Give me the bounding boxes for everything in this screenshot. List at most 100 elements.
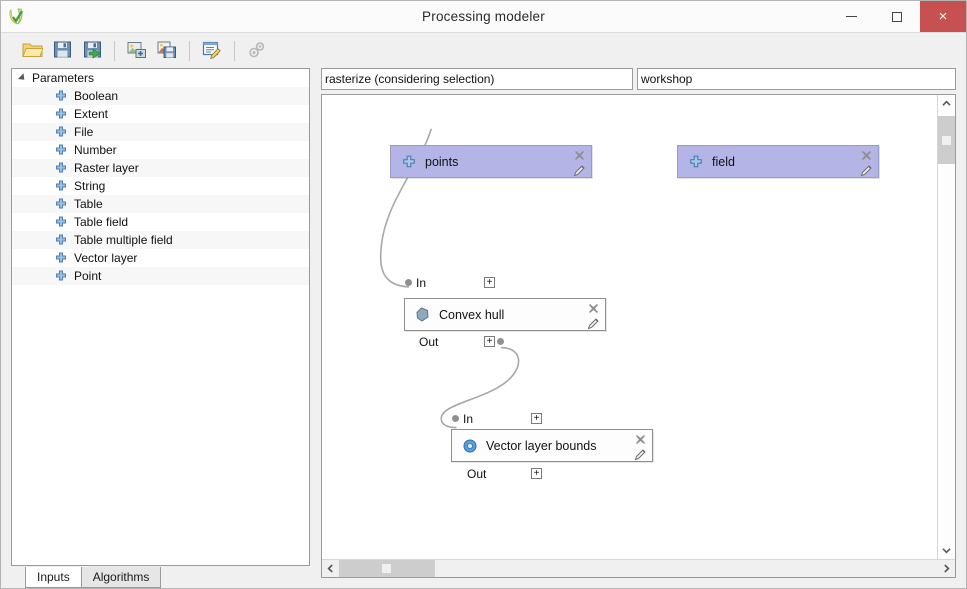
node-actions	[570, 146, 589, 179]
convex-hull-in-port[interactable]	[405, 279, 412, 286]
tree-root-parameters[interactable]: Parameters	[12, 69, 309, 87]
node-label: Vector layer bounds	[486, 438, 597, 453]
title-bar: Processing modeler ×	[1, 1, 966, 33]
plus-parameter-icon	[400, 153, 417, 170]
vector-layer-bounds-icon	[461, 437, 478, 454]
tree-item-label: Table field	[74, 215, 129, 229]
export-png-button[interactable]	[152, 37, 182, 65]
scroll-down-arrow-icon[interactable]	[938, 542, 955, 559]
tree-item-point[interactable]: Point	[12, 267, 309, 285]
model-canvas-frame: points	[321, 94, 956, 578]
tree-item-raster-layer[interactable]: Raster layer	[12, 159, 309, 177]
plus-parameter-icon	[55, 144, 67, 156]
edit-pencil-icon[interactable]	[633, 447, 649, 462]
tree-item-label: Number	[74, 143, 117, 157]
collapse-arrow-icon[interactable]	[17, 73, 28, 83]
convex-hull-out-expander[interactable]: +	[484, 336, 495, 347]
node-actions	[584, 299, 603, 332]
toolbar-separator	[114, 40, 115, 61]
scroll-right-arrow-icon[interactable]	[938, 560, 955, 577]
plus-parameter-icon	[55, 198, 67, 210]
tree-item-string[interactable]: String	[12, 177, 309, 195]
convex-hull-in-expander[interactable]: +	[484, 277, 495, 288]
minimize-button[interactable]	[828, 1, 874, 32]
maximize-button[interactable]	[874, 1, 920, 32]
save-as-floppy-icon	[83, 40, 102, 62]
plus-parameter-icon	[55, 180, 67, 192]
vector-layer-bounds-out-expander[interactable]: +	[531, 468, 542, 479]
convex-hull-polygon-icon	[414, 306, 431, 323]
inputs-panel: Parameters Boolean Extent File Numb	[11, 68, 310, 588]
tree-item-table-multiple-field[interactable]: Table multiple field	[12, 231, 309, 249]
tree-item-table-field[interactable]: Table field	[12, 213, 309, 231]
export-image-icon	[127, 40, 147, 62]
close-icon[interactable]	[586, 301, 602, 316]
tree-root-label: Parameters	[32, 71, 95, 85]
open-model-button[interactable]	[17, 37, 47, 65]
plus-parameter-icon	[55, 162, 67, 174]
canvas-horizontal-scrollbar[interactable]	[322, 559, 955, 577]
model-editor-panel: points	[321, 68, 956, 588]
plus-parameter-icon	[55, 90, 67, 102]
plus-parameter-icon	[55, 108, 67, 120]
horizontal-scroll-thumb[interactable]	[339, 560, 435, 577]
vector-layer-bounds-in-expander[interactable]: +	[531, 413, 542, 424]
run-model-button[interactable]	[242, 37, 272, 65]
node-actions	[631, 430, 650, 463]
tree-item-label: Vector layer	[74, 251, 138, 265]
tree-item-vector-layer[interactable]: Vector layer	[12, 249, 309, 267]
export-png-icon	[157, 40, 177, 62]
tree-item-table[interactable]: Table	[12, 195, 309, 213]
tree-item-label: Extent	[74, 107, 109, 121]
node-points[interactable]: points	[390, 145, 592, 178]
toolbar	[1, 33, 966, 68]
model-canvas[interactable]: points	[322, 95, 937, 559]
tree-item-label: File	[74, 125, 94, 139]
page-title: Processing modeler	[422, 9, 545, 24]
open-folder-icon	[21, 40, 44, 62]
tree-item-number[interactable]: Number	[12, 141, 309, 159]
save-model-button[interactable]	[47, 37, 77, 65]
panel-tabs: Inputs Algorithms	[11, 565, 310, 588]
export-image-button[interactable]	[122, 37, 152, 65]
node-field[interactable]: field	[677, 145, 879, 178]
close-icon: ×	[938, 8, 948, 25]
close-icon[interactable]	[572, 148, 588, 163]
tree-item-extent[interactable]: Extent	[12, 105, 309, 123]
vertical-scroll-thumb[interactable]	[938, 116, 955, 164]
node-actions	[857, 146, 876, 179]
plus-parameter-icon	[687, 153, 704, 170]
edit-pencil-icon[interactable]	[859, 163, 875, 178]
tree-item-file[interactable]: File	[12, 123, 309, 141]
close-icon[interactable]	[859, 148, 875, 163]
node-vector-layer-bounds[interactable]: Vector layer bounds	[451, 429, 653, 462]
node-convex-hull[interactable]: Convex hull	[404, 298, 606, 331]
tab-algorithms[interactable]: Algorithms	[80, 567, 162, 588]
edit-pencil-icon[interactable]	[572, 163, 588, 178]
close-icon[interactable]	[633, 432, 649, 447]
edit-help-icon	[202, 40, 222, 62]
save-model-as-button[interactable]	[77, 37, 107, 65]
scroll-up-arrow-icon[interactable]	[938, 95, 955, 112]
convex-hull-out-port[interactable]	[497, 338, 504, 345]
toolbar-separator	[234, 40, 235, 61]
plus-parameter-icon	[55, 126, 67, 138]
plus-parameter-icon	[55, 270, 67, 282]
vertical-scroll-track[interactable]	[938, 112, 955, 542]
canvas-vertical-scrollbar[interactable]	[937, 95, 955, 559]
close-button[interactable]: ×	[920, 1, 966, 32]
tree-item-label: Raster layer	[74, 161, 139, 175]
edit-help-button[interactable]	[197, 37, 227, 65]
tree-item-label: Point	[74, 269, 102, 283]
tab-inputs[interactable]: Inputs	[25, 567, 82, 588]
vector-layer-bounds-in-port[interactable]	[452, 415, 459, 422]
model-name-input[interactable]	[321, 68, 633, 90]
plus-parameter-icon	[55, 234, 67, 246]
scroll-left-arrow-icon[interactable]	[322, 560, 339, 577]
parameters-tree[interactable]: Parameters Boolean Extent File Numb	[11, 68, 310, 566]
model-group-input[interactable]	[637, 68, 956, 90]
horizontal-scroll-track[interactable]	[339, 560, 938, 577]
tree-item-boolean[interactable]: Boolean	[12, 87, 309, 105]
qgis-logo-icon	[7, 7, 27, 27]
edit-pencil-icon[interactable]	[586, 316, 602, 331]
